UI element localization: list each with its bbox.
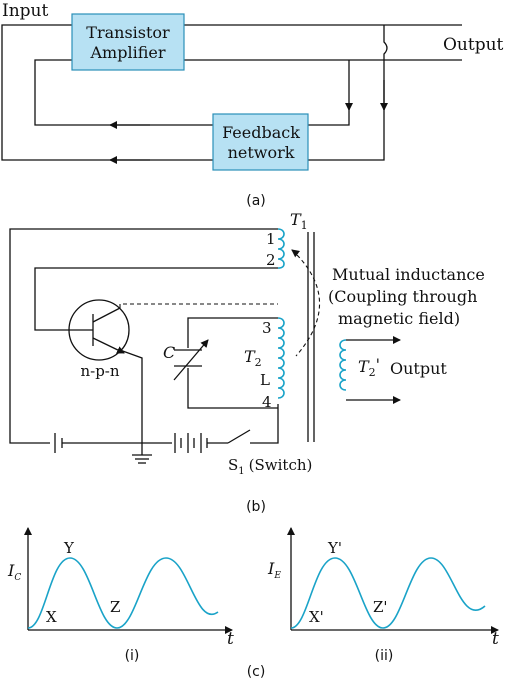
coil-t1 [277,228,285,269]
input-label: Input [2,1,48,21]
inductor-label: L [260,371,270,389]
tank-bottom-wire [187,368,278,409]
graph-i-wave [27,557,219,629]
graph-i-ylabel: IC [7,561,21,583]
output-label-a: Output [443,35,504,55]
mutual-line3: magnetic field) [338,309,460,328]
tank-top-wire [187,317,278,348]
block-diagram-a: Input Output Transistor Amplifier Feedba… [1,1,504,209]
t2-prime-label: T2' [358,355,380,379]
capacitor-label: C [163,343,175,362]
transistor-type-label: n-p-n [80,362,119,380]
switch-blade [227,429,251,444]
graph-ii-point-x: X' [309,608,324,626]
mutual-coupling-dashed [291,249,321,357]
t2-label: T2 [244,347,262,369]
graph-ii-wave [290,557,486,629]
mutual-coupling-arrow [291,249,300,258]
transistor-amplifier-box [71,13,185,71]
oscillator-circuit-b: n-p-n C T1 1 2 3 4 T2 L Mutual inductanc… [9,210,485,515]
graph-ii-point-y: Y' [327,539,342,557]
capacitor-variable-arrow [173,339,209,381]
caption-b: (b) [246,499,266,515]
base-wire [34,267,278,331]
graph-ii-xlabel: t [492,629,499,649]
emitter-to-ground-wire [119,349,143,455]
pin-2-label: 2 [266,251,276,269]
graph-collector-current: IC t X Y Z (i) [7,527,234,664]
pin-1-label: 1 [266,230,276,248]
drop-right-tail [308,106,385,161]
graph-ii-point-z: Z' [373,598,388,616]
graph-i-point-x: X [46,608,57,626]
coil-t2 [277,317,285,399]
graph-i-caption: (i) [125,648,140,664]
output-label-b: Output [390,359,447,378]
outer-left-wire [9,228,278,444]
drop-left-tail [308,106,350,126]
amplifier-line1: Transistor [86,23,170,42]
collector-dashed-wire [119,303,278,308]
feedback-line1: Feedback [222,123,300,142]
waveforms-c: IC t X Y Z (i) IE t X' Y' Z' (ii) (c) [7,527,499,680]
caption-c: (c) [247,664,266,680]
drop-right-hop [383,25,388,110]
graph-i-xlabel: t [227,629,234,649]
graph-ii-ylabel: IE [267,559,281,581]
transistor-emitter-arrow [92,337,125,354]
graph-ii-caption: (ii) [375,648,394,664]
pin-4-label: 4 [262,393,272,411]
graph-i-point-y: Y [63,539,75,557]
switch-right-wire [250,404,279,444]
feedback-line2: network [228,143,295,162]
mutual-line2: (Coupling through [328,287,477,306]
feedback-network-box [212,113,309,171]
mutual-line1: Mutual inductance [332,265,485,284]
amplifier-line2: Amplifier [90,43,166,62]
pin-3-label: 3 [262,319,272,337]
t1-label: T1 [290,210,308,232]
coil-t2-prime [339,339,347,391]
input-loop-wire [1,24,213,161]
graph-emitter-current: IE t X' Y' Z' (ii) [267,527,499,664]
caption-a: (a) [246,193,266,209]
transistor-collector [92,307,121,323]
switch-label: S1(Switch) [228,456,312,477]
graph-i-point-z: Z [110,598,120,616]
